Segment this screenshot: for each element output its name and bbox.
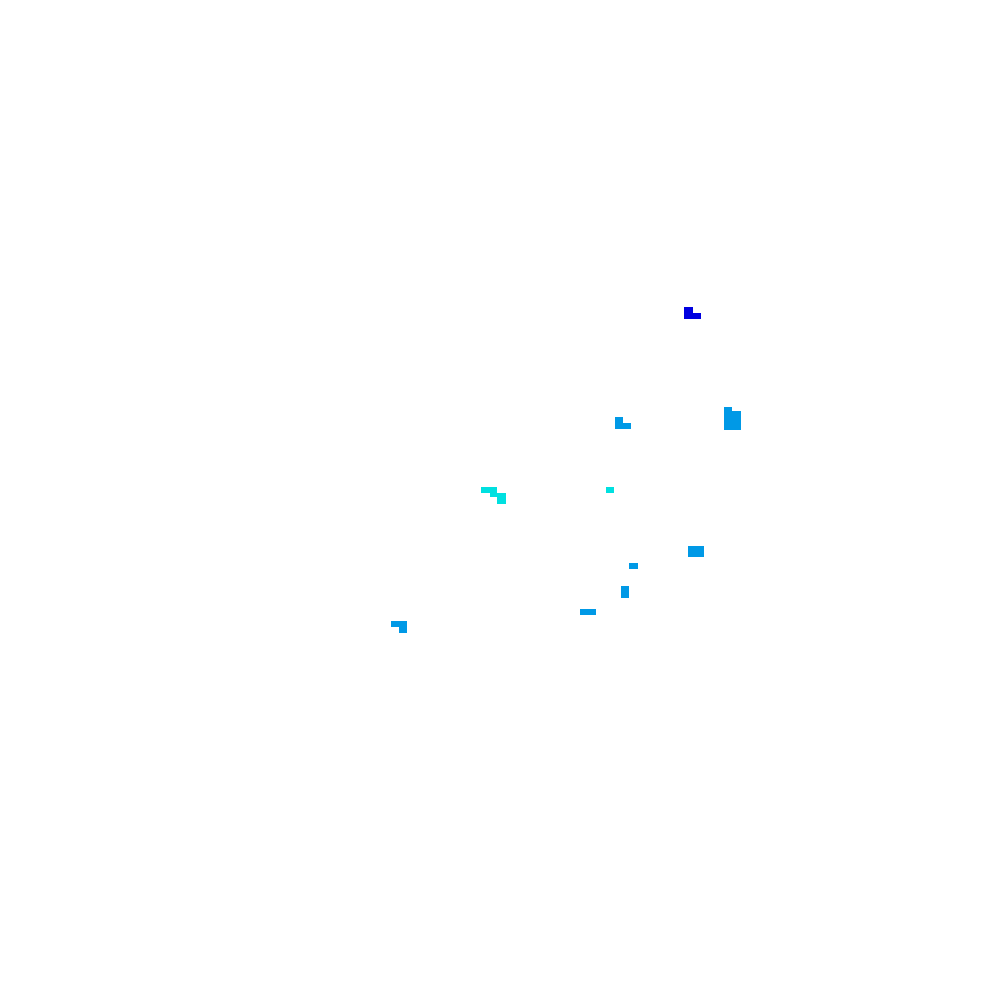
cluster-cyan-1-block-2 [490,493,497,497]
cluster-azure-2 [724,407,741,430]
cluster-azure-1 [615,417,631,429]
cluster-azure-7-block-1 [391,621,407,627]
cluster-azure-2-block-1 [724,407,732,419]
cluster-azure-7 [391,621,407,633]
cluster-azure-4 [629,563,638,569]
cluster-cyan-1-block-3 [497,493,506,504]
cluster-azure-1-block-2 [623,423,631,429]
cluster-deep-blue-block-2 [693,313,701,319]
cluster-azure-2-block-3 [724,419,732,430]
cluster-azure-3-block-1 [688,546,704,557]
cluster-azure-1-block-1 [615,417,623,429]
cluster-cyan-2 [606,487,614,493]
cluster-azure-6-block-1 [580,609,596,615]
cluster-deep-blue [684,307,701,319]
cluster-cyan-1-block-1 [481,487,497,493]
cluster-azure-2-block-2 [732,411,741,430]
cluster-azure-5 [621,586,629,598]
cluster-azure-3 [688,546,704,557]
cluster-azure-4-block-1 [629,563,638,569]
cluster-azure-6 [580,609,596,615]
cluster-deep-blue-block-1 [684,307,693,319]
cluster-cyan-2-block-1 [606,487,614,493]
cluster-azure-7-block-2 [399,627,407,633]
cluster-azure-5-block-1 [621,586,629,598]
cluster-cyan-1 [481,487,506,504]
